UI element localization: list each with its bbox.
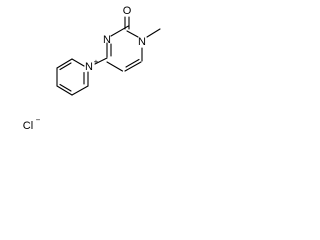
n3-label: N [103, 34, 111, 46]
n1-label: N [138, 36, 146, 48]
bond-cc-cd-double [59, 83, 72, 92]
n-methyl-group: N [138, 28, 161, 48]
bond-c4-npyr [94, 57, 108, 65]
chemical-structure: O N N N + Cl − [23, 5, 161, 133]
pyridinium-ring: N + [56, 58, 99, 96]
bond-c4-c5 [106, 61, 124, 72]
chloride-charge: − [36, 116, 41, 125]
bond-cd-ce [71, 85, 89, 96]
chlorine-label: Cl [23, 120, 33, 132]
bond-ca-cb-double [59, 62, 72, 71]
bond-n1-methyl [146, 28, 161, 38]
bond-c5-c6 [124, 61, 142, 72]
bond-c5-c6-double [125, 58, 140, 68]
bond-npyr-ca [71, 58, 85, 67]
chloride-ion: Cl − [23, 116, 41, 133]
bond-n1-c2 [126, 30, 139, 38]
pyridinium-n-label: N [85, 61, 93, 73]
pyridinium-charge: + [94, 58, 99, 67]
bond-cc-cd [56, 85, 73, 96]
oxygen-label: O [123, 5, 132, 17]
bond-c2-n3 [110, 25, 130, 37]
carbonyl: O [123, 5, 132, 30]
pyrimidinone-ring [106, 25, 143, 72]
bond-ca-cb [56, 58, 73, 69]
